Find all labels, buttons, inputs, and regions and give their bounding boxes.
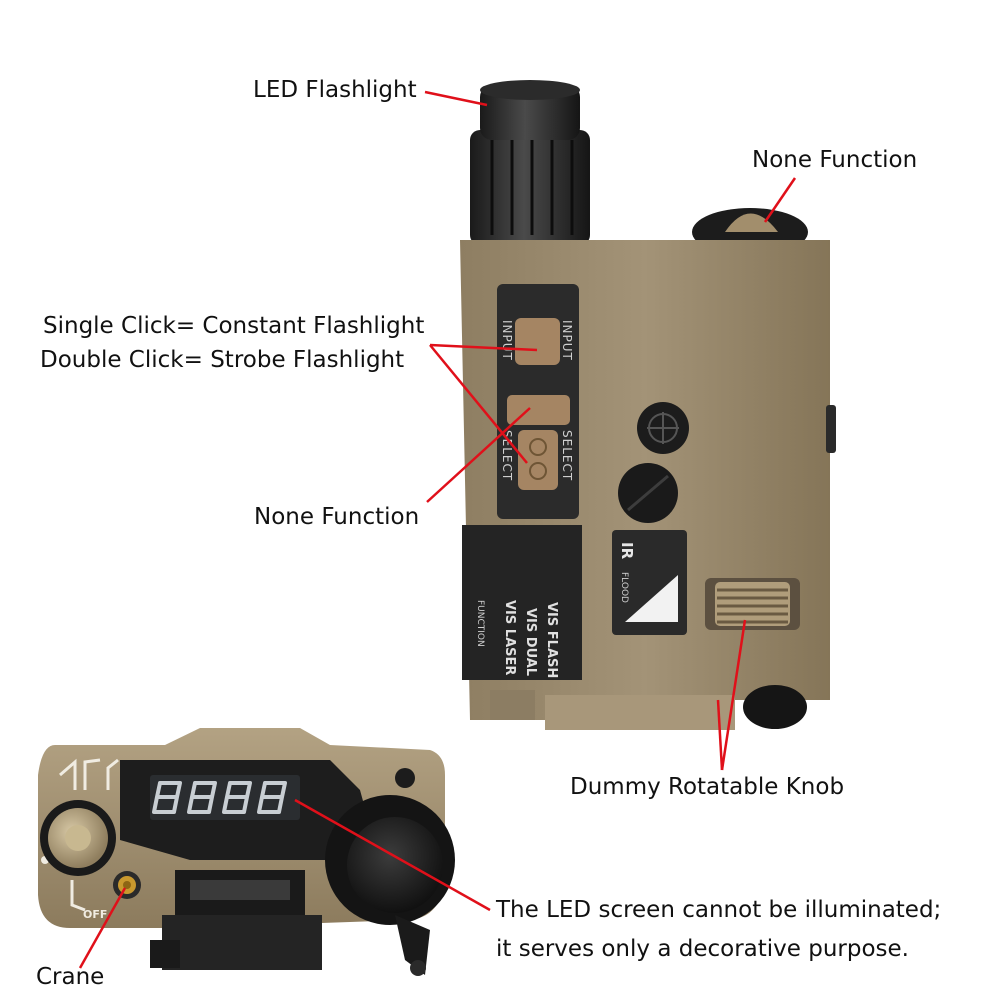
- top-device: INPUT INPUT SELECT SELECT VIS FLASH VIS …: [460, 80, 836, 730]
- slot-screw: [618, 463, 678, 523]
- label-led-screen-line2: it serves only a decorative purpose.: [496, 936, 909, 962]
- vis-flash-marking: VIS FLASH: [544, 602, 559, 678]
- bottom-rail: [545, 695, 735, 730]
- function-marking: FUNCTION: [475, 600, 485, 647]
- bottom-dial: [743, 685, 807, 729]
- select-right-marking: SELECT: [560, 430, 574, 481]
- bottom-device: OFF: [38, 728, 455, 976]
- rail-clamp: [490, 690, 535, 720]
- select-button[interactable]: [518, 430, 558, 490]
- dummy-rotatable-knob[interactable]: [705, 578, 800, 630]
- mode-bar-button[interactable]: [507, 395, 570, 425]
- led-flashlight: [470, 80, 590, 245]
- vis-dual-marking: VIS DUAL: [523, 608, 538, 676]
- input-right-marking: INPUT: [560, 320, 574, 361]
- input-button[interactable]: [515, 318, 560, 365]
- label-none-function-top: None Function: [752, 147, 918, 173]
- side-bump: [826, 405, 836, 453]
- engraved-lines: [59, 758, 119, 912]
- rail-mount: [150, 870, 322, 970]
- crane-screw: [113, 871, 141, 899]
- top-screw-dial: [637, 402, 689, 454]
- label-none-function-mid: None Function: [254, 504, 420, 530]
- label-led-screen-line1: The LED screen cannot be illuminated;: [496, 897, 942, 923]
- label-crane: Crane: [36, 964, 105, 990]
- vis-laser-marking: VIS LASER: [502, 600, 517, 675]
- ir-marking: IR: [618, 542, 636, 560]
- pointer-lines: [78, 90, 797, 969]
- input-left-marking: INPUT: [500, 320, 514, 361]
- label-dummy-knob: Dummy Rotatable Knob: [570, 774, 845, 800]
- off-marking: OFF: [83, 908, 107, 921]
- flood-marking: FLOOD: [619, 572, 629, 603]
- led-segment-display: [150, 775, 300, 820]
- label-single-click: Single Click= Constant Flashlight: [43, 313, 425, 339]
- ir-flood-panel: IR FLOOD: [612, 530, 687, 635]
- corner-screw: [395, 768, 415, 788]
- label-led-flashlight: LED Flashlight: [253, 77, 417, 103]
- flashlight-cap: [325, 795, 455, 976]
- label-double-click: Double Click= Strobe Flashlight: [40, 347, 405, 373]
- gear-knob[interactable]: [40, 800, 116, 876]
